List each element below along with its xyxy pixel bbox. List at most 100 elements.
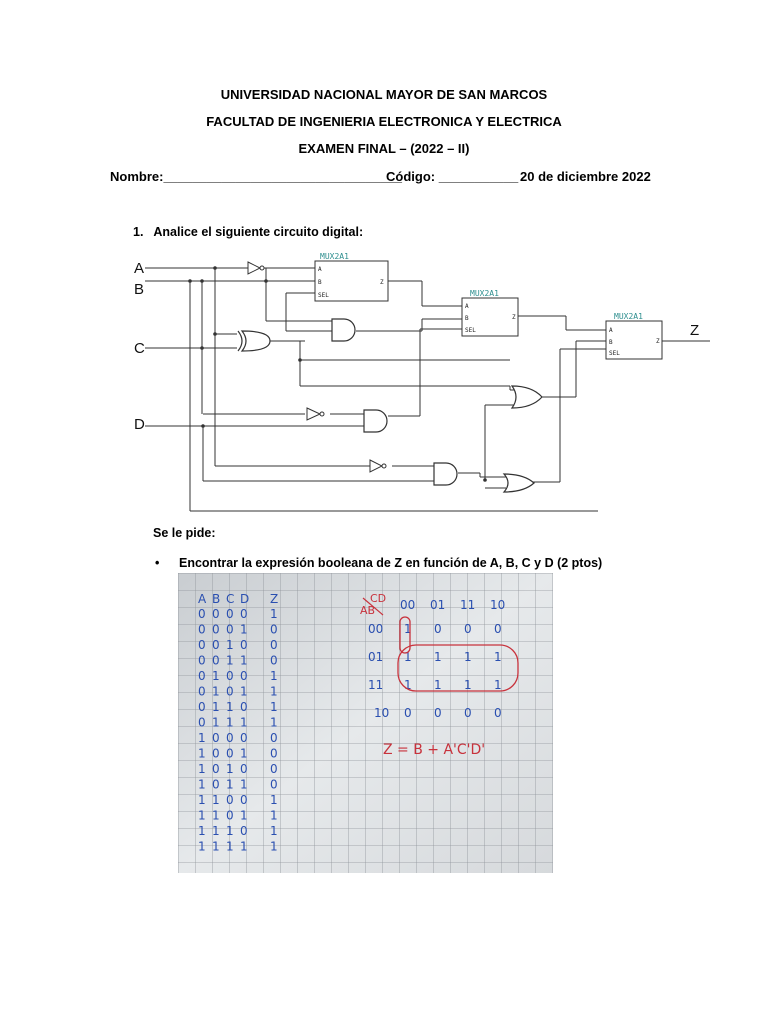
svg-text:SEL: SEL	[609, 350, 620, 357]
truth-table-cell: 0	[240, 700, 248, 714]
kmap-cell: 1	[404, 622, 412, 636]
truth-table-cell: 0	[270, 778, 278, 792]
truth-table-header: A	[198, 592, 207, 606]
kmap-cell: 1	[494, 650, 502, 664]
truth-table-cell: 1	[270, 700, 278, 714]
name-field-label: Nombre:_________________________________	[110, 169, 403, 184]
kmap-cell: 1	[434, 650, 442, 664]
svg-text:B: B	[609, 339, 613, 346]
truth-table-cell: 1	[198, 824, 206, 838]
kmap-cell: 0	[404, 706, 412, 720]
truth-table-cell: 0	[240, 731, 248, 745]
svg-text:Z: Z	[512, 314, 516, 321]
exam-date: 20 de diciembre 2022	[520, 169, 651, 184]
truth-table-cell: 1	[212, 685, 220, 699]
truth-table-cell: 1	[270, 793, 278, 807]
input-a-label: A	[134, 260, 144, 277]
truth-table-cell: 1	[198, 840, 206, 854]
truth-table-cell: 0	[270, 654, 278, 668]
truth-table-cell: 1	[270, 809, 278, 823]
truth-table-cell: 1	[240, 778, 248, 792]
truth-table-header: C	[226, 592, 234, 606]
input-b-label: B	[134, 281, 144, 298]
output-z-label: Z	[690, 322, 699, 339]
truth-table-cell: 1	[270, 607, 278, 621]
input-c-label: C	[134, 340, 145, 357]
kmap-row-header: 11	[368, 678, 383, 692]
truth-table-cell: 0	[270, 762, 278, 776]
kmap-cell: 0	[494, 622, 502, 636]
truth-table-cell: 1	[212, 716, 220, 730]
truth-table-cell: 0	[212, 778, 220, 792]
truth-table-cell: 0	[212, 731, 220, 745]
university-title: UNIVERSIDAD NACIONAL MAYOR DE SAN MARCOS	[220, 87, 548, 102]
truth-table-cell: 0	[226, 607, 234, 621]
kmap-cell: 1	[494, 678, 502, 692]
truth-table-cell: 1	[226, 638, 234, 652]
truth-table-cell: 0	[212, 607, 220, 621]
kmap-col-header: 11	[460, 598, 475, 612]
faculty-title: FACULTAD DE INGENIERIA ELECTRONICA Y ELE…	[206, 114, 562, 129]
truth-table-cell: 1	[240, 623, 248, 637]
truth-table-cell: 0	[226, 731, 234, 745]
truth-table-cell: 0	[212, 762, 220, 776]
truth-table-cell: 1	[226, 824, 234, 838]
truth-table-cell: 1	[240, 809, 248, 823]
question-bullet: Encontrar la expresión booleana de Z en …	[179, 556, 603, 570]
kmap-cell: 0	[464, 622, 472, 636]
truth-table-cell: 0	[212, 623, 220, 637]
input-d-label: D	[134, 416, 145, 433]
truth-table-cell: 1	[198, 762, 206, 776]
svg-text:SEL: SEL	[318, 292, 329, 299]
truth-table-header: B	[212, 592, 220, 606]
request-label: Se le pide:	[153, 526, 216, 540]
truth-table-cell: 0	[240, 638, 248, 652]
truth-table-cell: 1	[226, 778, 234, 792]
truth-table-cell: 0	[240, 762, 248, 776]
truth-table-cell: 1	[240, 654, 248, 668]
truth-table-cell: 1	[270, 840, 278, 854]
truth-table-header: D	[240, 592, 249, 606]
truth-table-header: Z	[270, 592, 278, 606]
truth-table-cell: 0	[198, 716, 206, 730]
truth-table-cell: 0	[240, 793, 248, 807]
svg-text:A: A	[465, 303, 469, 310]
truth-table-cell: 1	[212, 840, 220, 854]
truth-table-cell: 0	[270, 747, 278, 761]
truth-table-cell: 1	[226, 840, 234, 854]
bullet-dot: •	[155, 556, 160, 570]
truth-table-cell: 1	[240, 747, 248, 761]
truth-table-cell: 0	[226, 793, 234, 807]
truth-table-cell: 1	[212, 669, 220, 683]
truth-table-cell: 1	[240, 716, 248, 730]
truth-table-cell: 0	[198, 669, 206, 683]
kmap-cell: 1	[464, 650, 472, 664]
truth-table-cell: 0	[270, 623, 278, 637]
kmap-row-header: 00	[368, 622, 383, 636]
truth-table-cell: 0	[240, 669, 248, 683]
kmap-cell: 1	[404, 650, 412, 664]
truth-table-cell: 0	[212, 654, 220, 668]
truth-table-cell: 1	[198, 731, 206, 745]
truth-table-cell: 1	[240, 840, 248, 854]
truth-table-cell: 1	[270, 824, 278, 838]
svg-text:B: B	[465, 315, 469, 322]
svg-text:SEL: SEL	[465, 327, 476, 334]
truth-table-cell: 1	[226, 700, 234, 714]
truth-table-cell: 0	[240, 824, 248, 838]
truth-table-cell: 1	[270, 685, 278, 699]
truth-table-cell: 0	[226, 809, 234, 823]
kmap-corner-ab: AB	[360, 604, 375, 617]
kmap-cell: 1	[434, 678, 442, 692]
exam-title: EXAMEN FINAL – (2022 – II)	[298, 141, 470, 156]
truth-table-cell: 1	[198, 747, 206, 761]
truth-table-cell: 0	[198, 685, 206, 699]
svg-text:A: A	[318, 266, 322, 273]
kmap-cell: 0	[434, 622, 442, 636]
kmap-cell: 1	[404, 678, 412, 692]
truth-table-cell: 0	[270, 638, 278, 652]
truth-table-cell: 0	[226, 669, 234, 683]
truth-table-cell: 0	[198, 638, 206, 652]
